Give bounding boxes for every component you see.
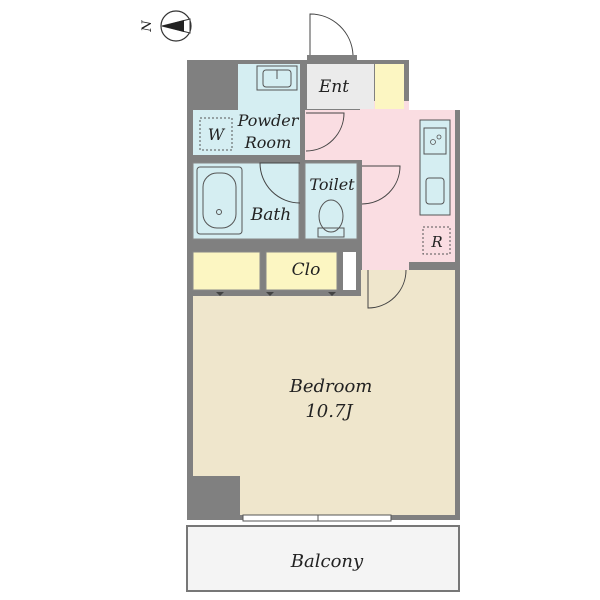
doors <box>259 13 407 309</box>
bedroom-door[interactable] <box>367 269 407 309</box>
bedroom-size-label: 10.7J <box>305 401 354 422</box>
kitchen-hall[interactable] <box>305 101 455 270</box>
pipe-space <box>343 252 356 290</box>
bathtub-icon <box>196 166 243 235</box>
entrance[interactable] <box>307 64 374 109</box>
closet-label: Clo <box>292 260 321 280</box>
bath[interactable] <box>193 163 299 239</box>
toilet-icon <box>317 199 345 238</box>
bedroom[interactable] <box>193 270 455 515</box>
powder-room-label-line1: Powder <box>237 111 300 130</box>
washer-box <box>199 117 233 151</box>
bath-door[interactable] <box>259 162 301 204</box>
closet[interactable] <box>266 252 337 290</box>
powder-room-label-line2: Room <box>244 133 291 152</box>
north-label: N <box>140 20 155 33</box>
compass: N <box>140 10 192 42</box>
powder-room[interactable] <box>193 110 300 155</box>
toilet-room[interactable] <box>305 163 357 239</box>
stove-icon <box>419 119 451 216</box>
bedroom-label: Bedroom <box>289 376 373 397</box>
entrance-door[interactable] <box>309 13 354 56</box>
powder-room-door[interactable] <box>305 112 345 152</box>
bath-label: Bath <box>250 205 291 225</box>
fridge-box <box>422 226 451 255</box>
toilet-label: Toilet <box>309 175 355 194</box>
north-arrow-icon <box>162 20 184 32</box>
toilet-door[interactable] <box>361 165 401 205</box>
shoe-storage <box>375 64 404 109</box>
fridge-label: R <box>430 233 442 251</box>
washer-label: W <box>208 125 226 144</box>
sink-icon <box>256 65 298 91</box>
closet-left[interactable] <box>193 252 260 290</box>
entrance-label: Ent <box>318 77 349 97</box>
balcony[interactable] <box>186 525 460 592</box>
balcony-window[interactable] <box>242 514 392 522</box>
balcony-label: Balcony <box>290 551 364 572</box>
